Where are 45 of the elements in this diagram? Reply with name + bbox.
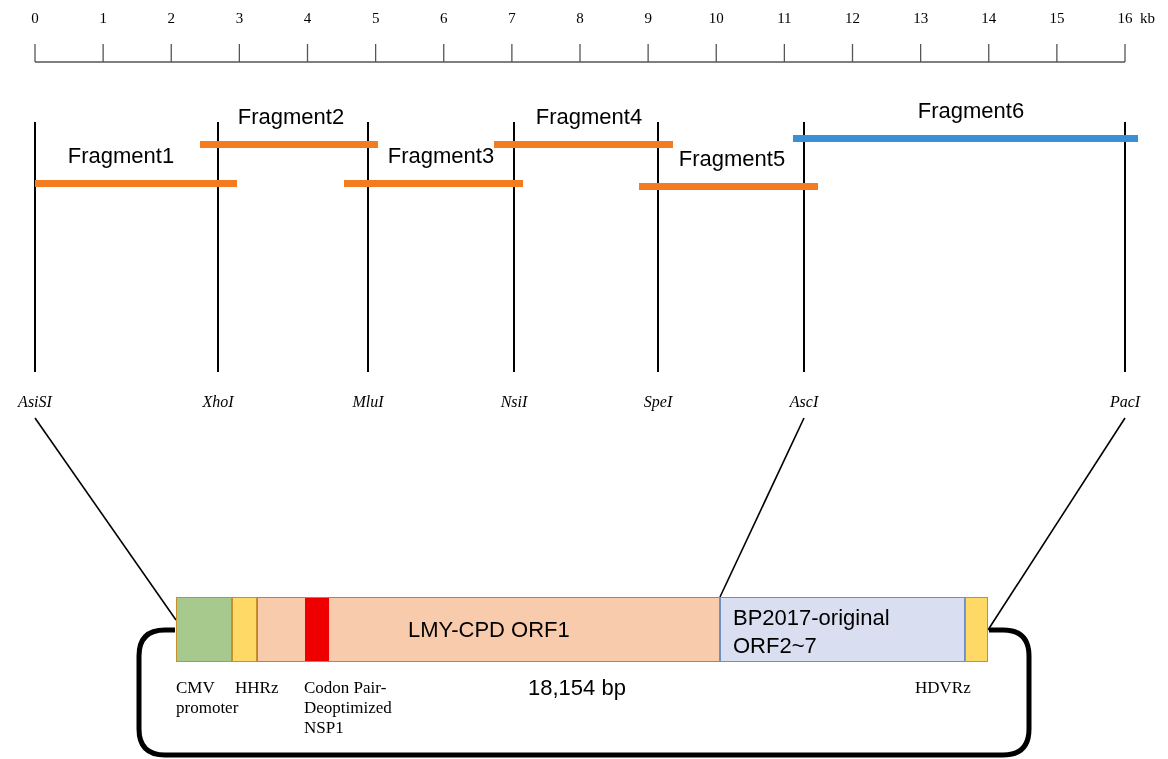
fragment-label: Fragment4 xyxy=(534,104,644,130)
tick-label: 2 xyxy=(166,10,176,27)
tick-label: 10 xyxy=(707,10,725,27)
tick-label: 3 xyxy=(234,10,245,27)
restriction-site-label: PacI xyxy=(1085,393,1165,411)
element-segment xyxy=(176,597,232,662)
restriction-site-label: AsiSI xyxy=(0,393,75,411)
restriction-site-label: MluI xyxy=(328,393,408,411)
orf-segment xyxy=(720,597,965,662)
tick-label: 12 xyxy=(844,10,861,27)
element-label: HDVRz xyxy=(915,678,971,698)
restriction-site-label: NsiI xyxy=(474,393,554,411)
restriction-site-label: XhoI xyxy=(178,393,258,411)
leader-line xyxy=(34,417,177,621)
restriction-site-label: AscI xyxy=(764,393,844,411)
tick-label: 1 xyxy=(98,10,108,27)
tick-label: 0 xyxy=(30,10,40,27)
segment-label: LMY-CPD ORF1 xyxy=(408,616,570,644)
leader-line xyxy=(987,417,1126,631)
element-label: Codon Pair-Deoptimized NSP1 xyxy=(304,678,393,738)
tick-label: 13 xyxy=(912,10,930,27)
fragment-label: Fragment2 xyxy=(236,104,346,130)
leader-line xyxy=(719,417,805,598)
tick-label: 4 xyxy=(302,10,313,27)
plasmid-size-label: 18,154 bp xyxy=(528,675,626,701)
fragment-label: Fragment6 xyxy=(916,98,1026,124)
tick-label: 9 xyxy=(643,10,653,27)
tick-label: 7 xyxy=(507,10,517,27)
fragment-label: Fragment5 xyxy=(677,146,787,172)
segment-label: BP2017-original ORF2~7 xyxy=(733,604,891,660)
fragment-label: Fragment1 xyxy=(66,143,176,169)
fragment-label: Fragment3 xyxy=(386,143,496,169)
element-segment xyxy=(232,597,257,662)
restriction-site-label: SpeI xyxy=(618,393,698,411)
tick-label: 14 xyxy=(980,10,998,27)
tick-label: 6 xyxy=(439,10,449,27)
unit-label: kb xyxy=(1140,10,1155,27)
element-segment xyxy=(965,597,988,662)
orf-segment xyxy=(257,597,720,662)
element-segment xyxy=(305,598,329,661)
tick-label: 11 xyxy=(776,10,793,27)
tick-label: 5 xyxy=(370,10,381,27)
tick-label: 8 xyxy=(575,10,585,27)
tick-label: 16 xyxy=(1116,10,1134,27)
tick-label: 15 xyxy=(1048,10,1066,27)
